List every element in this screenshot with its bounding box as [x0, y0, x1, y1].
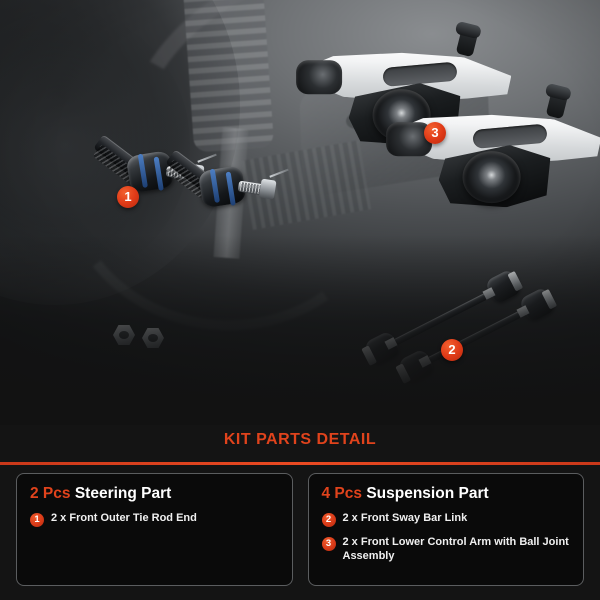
- accent-divider: [0, 462, 600, 465]
- callout-badge-2: 2: [441, 339, 463, 361]
- kit-parts-detail-title: KIT PARTS DETAIL: [223, 431, 377, 448]
- product-photo-panel: 1 2 3: [0, 0, 600, 425]
- card-steering-heading: 2 Pcs Steering Part: [30, 485, 279, 503]
- card-suspension-heading: 4 Pcs Suspension Part: [322, 485, 571, 503]
- card-suspension-title: Suspension Part: [366, 485, 489, 502]
- list-item: 3 2 x Front Lower Control Arm with Ball …: [321, 536, 571, 563]
- kit-parts-detail-section: KIT PARTS DETAIL 2 Pcs Steering Part 1 2…: [0, 425, 600, 600]
- card-suspension-part: 4 Pcs Suspension Part 2 2 x Front Sway B…: [307, 473, 584, 586]
- item-badge-2: 2: [321, 513, 336, 527]
- item-label: 2 x Front Outer Tie Rod End: [51, 512, 197, 524]
- card-steering-title: Steering Part: [74, 485, 172, 502]
- kit-cards-row: 2 Pcs Steering Part 1 2 x Front Outer Ti…: [0, 473, 600, 586]
- card-suspension-pcs: 4 Pcs: [321, 485, 363, 502]
- item-label: 2 x Front Lower Control Arm with Ball Jo…: [342, 536, 569, 562]
- item-badge-3: 3: [321, 537, 336, 551]
- callout-badge-1: 1: [117, 186, 139, 208]
- callout-badge-3: 3: [424, 122, 446, 144]
- card-steering-part: 2 Pcs Steering Part 1 2 x Front Outer Ti…: [16, 473, 293, 586]
- list-item: 2 2 x Front Sway Bar Link: [321, 512, 571, 527]
- card-steering-pcs: 2 Pcs: [30, 485, 71, 502]
- item-label: 2 x Front Sway Bar Link: [342, 512, 468, 524]
- list-item: 1 2 x Front Outer Tie Rod End: [30, 512, 279, 527]
- photo-bottom-fade: [0, 235, 600, 425]
- item-badge-1: 1: [30, 513, 44, 527]
